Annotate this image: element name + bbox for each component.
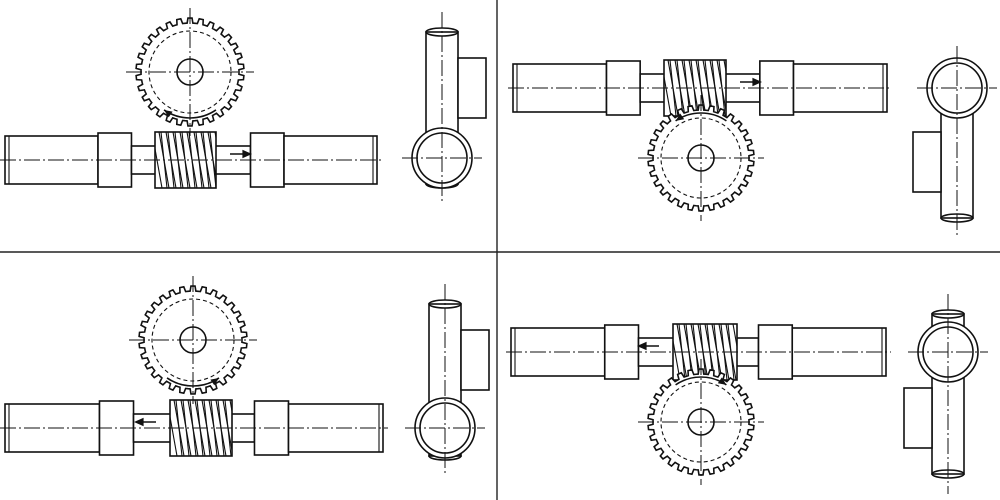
side-hub bbox=[903, 387, 933, 449]
side-view bbox=[405, 284, 490, 476]
axial-motion-arrow bbox=[740, 77, 762, 87]
panel-3 bbox=[0, 276, 490, 476]
panel-4 bbox=[506, 294, 988, 494]
rotation-arrow-head bbox=[675, 113, 685, 121]
thread-crest bbox=[181, 131, 189, 189]
thread-line bbox=[214, 131, 217, 138]
rotation-arrow bbox=[675, 376, 727, 386]
arrow-head bbox=[637, 341, 647, 351]
worm-wheel bbox=[638, 359, 764, 485]
side-hub bbox=[912, 131, 942, 193]
rotation-arrow bbox=[675, 112, 727, 122]
side-view bbox=[912, 46, 997, 238]
worm-wheel bbox=[126, 8, 254, 136]
panels-layer bbox=[0, 8, 997, 494]
panel-1 bbox=[0, 8, 487, 204]
thread-line bbox=[169, 416, 178, 457]
worm-wheel bbox=[638, 95, 764, 221]
side-view bbox=[402, 12, 487, 204]
thread-line bbox=[154, 148, 163, 189]
thread-line bbox=[229, 399, 233, 412]
rotation-arrow-head bbox=[717, 377, 727, 385]
thread-crest bbox=[210, 399, 218, 457]
worm-wheel bbox=[129, 276, 257, 404]
rotation-arrow-head bbox=[210, 377, 219, 386]
rotation-arrow bbox=[163, 109, 217, 119]
axial-motion-arrow bbox=[637, 341, 659, 351]
thread-line bbox=[663, 76, 672, 117]
arrow-head bbox=[134, 417, 144, 427]
side-hub bbox=[457, 57, 487, 119]
arrow-head bbox=[752, 77, 762, 87]
rotation-arrow bbox=[166, 377, 220, 387]
arrow-head bbox=[242, 149, 252, 159]
rotation-arrow-head bbox=[164, 109, 173, 118]
axial-motion-arrow bbox=[134, 417, 156, 427]
thread-crest bbox=[182, 399, 190, 457]
side-view bbox=[903, 294, 988, 494]
thread-line bbox=[732, 323, 738, 347]
thread-line bbox=[723, 59, 727, 72]
side-hub bbox=[460, 329, 490, 391]
panel-2 bbox=[508, 46, 997, 238]
axial-motion-arrow bbox=[230, 149, 252, 159]
